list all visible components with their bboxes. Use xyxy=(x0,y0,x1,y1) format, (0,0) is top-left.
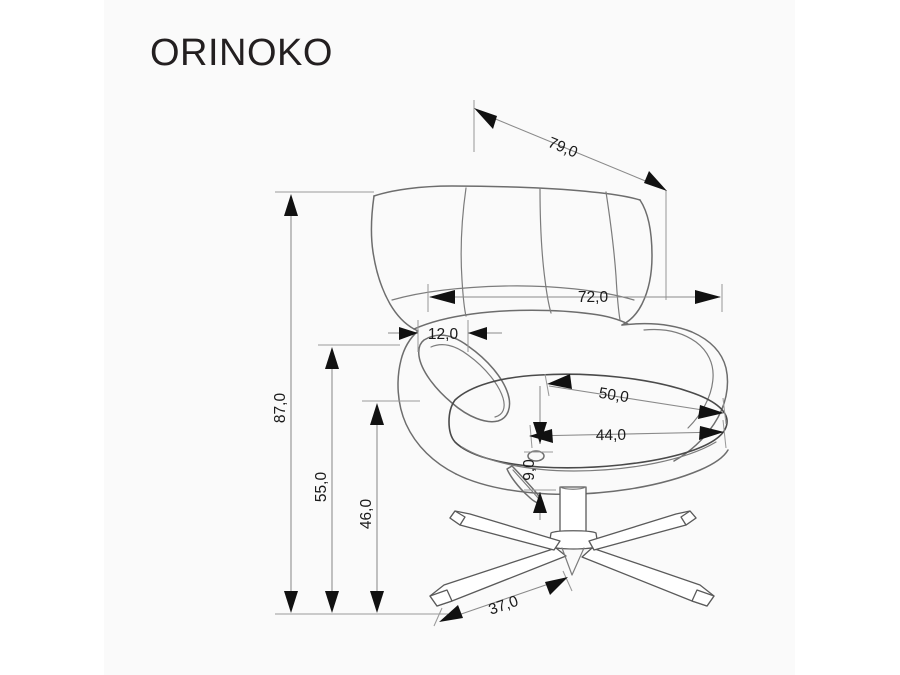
dimension-37-label: 37,0 xyxy=(487,593,521,619)
page-title: ORINOKO xyxy=(150,32,333,74)
dimension-87: 87,0 xyxy=(272,191,448,615)
arrow-head xyxy=(698,405,724,419)
arrow-head xyxy=(533,492,547,513)
arrow-head xyxy=(547,374,572,389)
arrow-head xyxy=(474,108,497,129)
arrow-head xyxy=(325,591,339,613)
dimension-55: 55,0 xyxy=(313,344,400,613)
dimension-50: 50,0 xyxy=(544,373,727,425)
arrow-head xyxy=(695,290,721,304)
dimension-9: 9,0 xyxy=(521,386,556,520)
arrow-head xyxy=(533,422,547,444)
dimension-46: 46,0 xyxy=(358,400,420,613)
arrow-head xyxy=(284,194,298,216)
dimension-44-label: 44,0 xyxy=(596,427,627,445)
dimension-55-label: 55,0 xyxy=(313,472,330,503)
arrow-head xyxy=(284,591,298,613)
dimension-12: 12,0 xyxy=(388,320,502,352)
dimension-9-label: 9,0 xyxy=(521,459,538,481)
chair-seat-and-arms xyxy=(397,322,729,505)
chair-base xyxy=(429,486,715,607)
arrow-head xyxy=(699,426,724,440)
arrow-head xyxy=(370,591,384,613)
arrow-head xyxy=(439,605,463,622)
arrow-head xyxy=(429,290,455,304)
dimension-87-label: 87,0 xyxy=(272,393,289,424)
arrow-head xyxy=(545,577,568,595)
arrow-head xyxy=(325,347,339,369)
chair-backrest xyxy=(370,185,653,332)
arrow-head xyxy=(644,171,667,191)
arrow-head xyxy=(468,327,487,340)
dimension-50-label: 50,0 xyxy=(597,385,630,407)
dimension-79-label: 79,0 xyxy=(546,134,581,161)
dimension-72-label: 72,0 xyxy=(578,289,609,306)
dimension-46-label: 46,0 xyxy=(358,499,375,530)
dimension-72: 72,0 xyxy=(427,284,723,312)
arrow-head xyxy=(370,403,384,425)
drawing-canvas-panel xyxy=(104,0,795,675)
arrow-head xyxy=(399,327,418,340)
dimension-12-label: 12,0 xyxy=(428,326,459,343)
